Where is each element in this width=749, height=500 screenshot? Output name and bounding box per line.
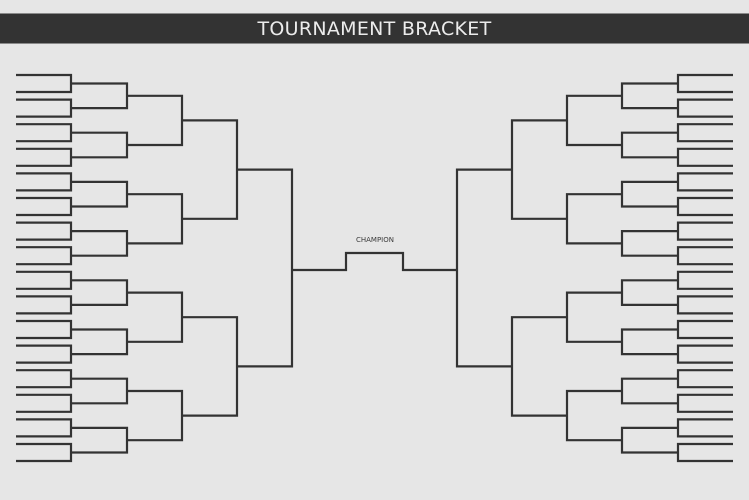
left-round-2-match [71,426,129,454]
right-round-1-match[interactable] [676,270,733,290]
right-round-1-match[interactable] [676,246,733,266]
right-round-2-match [620,131,678,159]
left-round-2-match [71,328,129,356]
right-round-5-match [455,168,512,368]
left-round-1-match[interactable] [16,147,73,167]
left-round-5-match [237,168,294,368]
left-round-2-match [71,279,129,306]
left-round-1-match[interactable] [16,295,73,315]
left-round-1-match[interactable] [16,246,73,266]
right-round-1-match[interactable] [676,98,733,118]
right-round-2-match [620,230,678,257]
left-round-1-match[interactable] [16,221,73,241]
left-round-2-match [71,230,129,257]
right-round-4-match [510,119,567,220]
left-round-1-match[interactable] [16,418,73,438]
right-round-3-match [565,291,622,343]
right-round-1-match[interactable] [676,369,733,389]
right-round-1-match[interactable] [676,418,733,438]
left-round-1-match[interactable] [16,319,73,340]
right-round-4-match [510,316,567,417]
right-round-1-match[interactable] [676,344,733,364]
left-round-1-match[interactable] [16,98,73,118]
page-title: TOURNAMENT BRACKET [257,17,492,40]
right-round-2-match [620,82,678,110]
left-round-1-match[interactable] [16,196,73,217]
champion-slot[interactable] [292,251,457,272]
left-round-4-match [182,316,239,417]
left-round-1-match[interactable] [16,270,73,290]
right-round-3-match [565,94,622,147]
right-round-1-match[interactable] [676,73,733,94]
right-round-1-match[interactable] [676,147,733,167]
right-round-1-match[interactable] [676,393,733,413]
right-round-2-match [620,377,678,405]
left-round-1-match[interactable] [16,369,73,389]
title-bar: TOURNAMENT BRACKET [0,13,749,44]
champion-label: CHAMPION [355,236,394,244]
right-round-1-match[interactable] [676,172,733,192]
left-round-2-match [71,180,129,208]
left-round-3-match [127,94,184,147]
right-round-2-match [620,328,678,356]
left-round-3-match [127,389,184,442]
left-round-1-match[interactable] [16,442,73,463]
left-round-2-match [71,377,129,405]
left-round-1-match[interactable] [16,172,73,192]
right-round-1-match[interactable] [676,319,733,340]
left-round-2-match [71,131,129,159]
left-round-2-match [71,82,129,110]
right-round-1-match[interactable] [676,295,733,315]
left-round-3-match [127,193,184,245]
left-round-1-match[interactable] [16,73,73,94]
right-round-2-match [620,426,678,454]
right-round-1-match[interactable] [676,442,733,463]
left-round-1-match[interactable] [16,123,73,143]
left-round-3-match [127,291,184,343]
left-round-1-match[interactable] [16,344,73,364]
right-round-1-match[interactable] [676,196,733,217]
right-round-2-match [620,180,678,208]
right-round-3-match [565,389,622,442]
right-round-3-match [565,193,622,245]
right-round-1-match[interactable] [676,221,733,241]
left-round-4-match [182,119,239,220]
left-round-1-match[interactable] [16,393,73,413]
right-round-2-match [620,279,678,306]
right-round-1-match[interactable] [676,123,733,143]
